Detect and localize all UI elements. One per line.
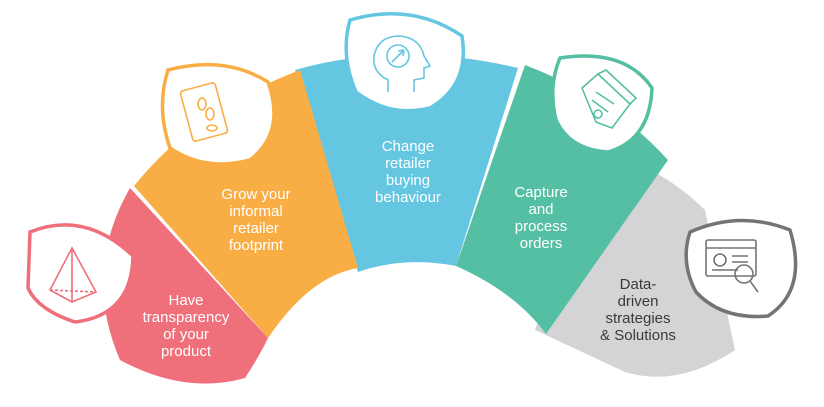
data-search-icon — [684, 218, 798, 319]
segment-orders-label: Capture and process orders — [514, 184, 568, 252]
segment-data-label: Data- driven strategies & Solutions — [600, 276, 676, 344]
segment-transparency-band — [103, 188, 268, 384]
segment-footprint-label: Grow your informal retailer footprint — [221, 186, 291, 254]
receipt-icon — [551, 54, 654, 154]
pyramid-icon — [26, 223, 135, 324]
segment-behaviour-label: Change retailer buying behaviour — [375, 138, 441, 206]
mind-compass-icon — [344, 12, 466, 113]
segment-transparency-label: Have transparency of your product — [142, 292, 230, 360]
footprint-tablet-icon — [160, 62, 276, 166]
segment-behaviour-band — [295, 54, 518, 272]
